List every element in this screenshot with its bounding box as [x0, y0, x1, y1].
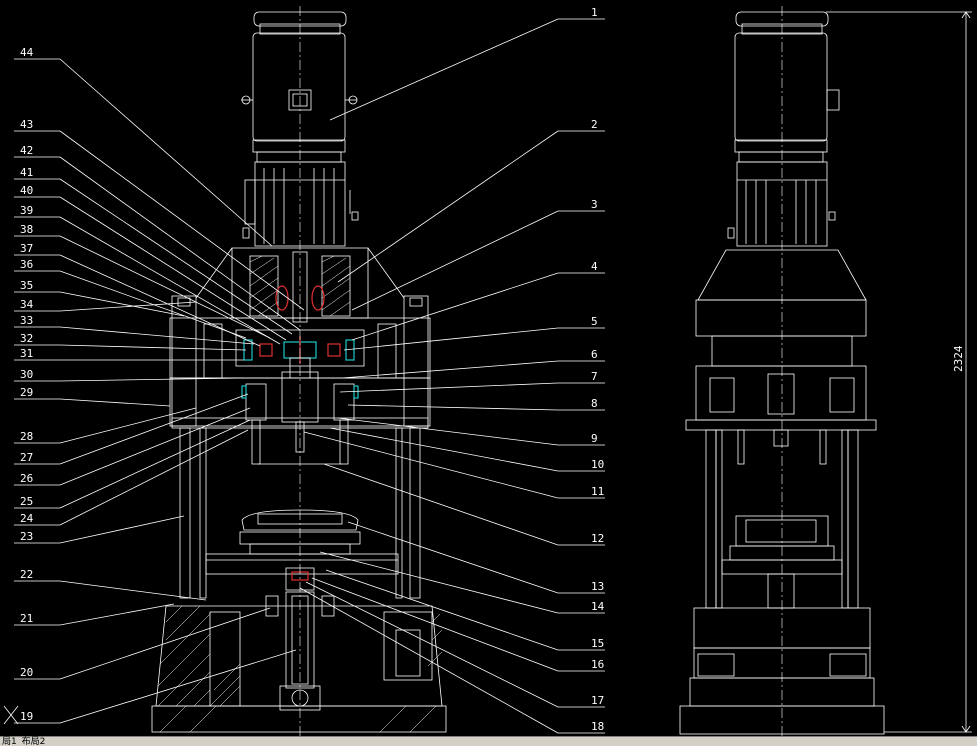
part-number-9: 9 [591, 432, 598, 445]
part-number-41: 41 [20, 166, 33, 179]
leader-line [59, 130, 305, 311]
part-number-40: 40 [20, 184, 33, 197]
part-number-36: 36 [20, 258, 33, 271]
part-number-29: 29 [20, 386, 33, 399]
part-number-16: 16 [591, 658, 604, 671]
leader-line [59, 407, 251, 486]
part-number-15: 15 [591, 637, 604, 650]
part-number-26: 26 [20, 472, 33, 485]
side-view [679, 6, 972, 738]
part-number-23: 23 [20, 530, 33, 543]
leader-line [337, 130, 559, 283]
leader-line [59, 344, 247, 351]
leader-line [303, 431, 559, 499]
part-number-33: 33 [20, 314, 33, 327]
part-number-11: 11 [591, 485, 604, 498]
leader-line [59, 178, 293, 335]
part-number-4: 4 [591, 260, 598, 273]
leader-line [323, 463, 559, 546]
leader-line [59, 393, 249, 465]
ucs-x-icon [3, 705, 19, 725]
leader-line [59, 398, 171, 407]
part-number-labels: 1234567891011121314151617181920212223242… [20, 6, 605, 733]
part-number-21: 21 [20, 612, 33, 625]
leader-line [59, 196, 287, 341]
leader-line [59, 607, 271, 680]
part-number-1: 1 [591, 6, 598, 19]
leader-line [59, 301, 197, 312]
leader-line [59, 515, 185, 544]
part-number-34: 34 [20, 298, 34, 311]
part-number-37: 37 [20, 242, 33, 255]
leader-line [59, 216, 281, 345]
leader-line [329, 18, 559, 121]
part-number-5: 5 [591, 315, 598, 328]
tab-layout2[interactable]: 布局2 [21, 737, 46, 746]
part-number-12: 12 [591, 532, 604, 545]
leader-line [339, 382, 559, 393]
leader-line [319, 551, 559, 614]
leader-line [59, 58, 273, 247]
leader-line [59, 580, 207, 601]
leader-lines [14, 18, 605, 734]
part-number-30: 30 [20, 368, 33, 381]
leader-line [305, 581, 559, 708]
leader-line [311, 577, 559, 672]
part-number-31: 31 [20, 347, 33, 360]
front-view [151, 6, 447, 738]
leader-line [59, 429, 249, 526]
tab-layout1[interactable]: 局1 [2, 737, 17, 746]
leader-line [351, 210, 559, 311]
part-number-3: 3 [591, 198, 598, 211]
part-number-28: 28 [20, 430, 33, 443]
leader-line [347, 404, 559, 411]
part-number-39: 39 [20, 204, 33, 217]
leader-line [59, 156, 301, 331]
part-number-17: 17 [591, 694, 604, 707]
leader-line [59, 270, 247, 339]
leader-line [347, 521, 559, 594]
part-number-27: 27 [20, 451, 33, 464]
part-number-43: 43 [20, 118, 33, 131]
leader-line [329, 427, 559, 472]
leader-line [59, 603, 175, 626]
leader-line [341, 360, 559, 379]
part-number-32: 32 [20, 332, 33, 345]
part-number-24: 24 [20, 512, 34, 525]
leader-line [59, 254, 261, 347]
part-number-38: 38 [20, 223, 33, 236]
leader-line [59, 377, 245, 382]
leader-line [59, 649, 297, 724]
part-number-2: 2 [591, 118, 598, 131]
part-number-19: 19 [20, 710, 33, 723]
part-number-22: 22 [20, 568, 33, 581]
layout-tab-bar: 局1 布局2 [0, 736, 977, 746]
leader-line [59, 291, 185, 317]
overall-height-dimension: 2324 [952, 345, 965, 372]
leader-line [299, 587, 559, 734]
part-number-13: 13 [591, 580, 604, 593]
part-number-25: 25 [20, 495, 33, 508]
part-number-14: 14 [591, 600, 605, 613]
part-number-7: 7 [591, 370, 598, 383]
leader-line [59, 407, 197, 444]
leader-line [337, 417, 559, 446]
leader-line [351, 272, 559, 341]
leader-line [325, 569, 559, 651]
part-number-6: 6 [591, 348, 598, 361]
leader-line [59, 235, 271, 339]
part-number-8: 8 [591, 397, 598, 410]
leader-line [59, 419, 251, 509]
part-number-44: 44 [20, 46, 34, 59]
leader-line [59, 326, 255, 345]
part-number-20: 20 [20, 666, 33, 679]
part-number-35: 35 [20, 279, 33, 292]
part-number-10: 10 [591, 458, 604, 471]
part-number-18: 18 [591, 720, 604, 733]
leader-line [343, 327, 559, 351]
part-number-42: 42 [20, 144, 33, 157]
